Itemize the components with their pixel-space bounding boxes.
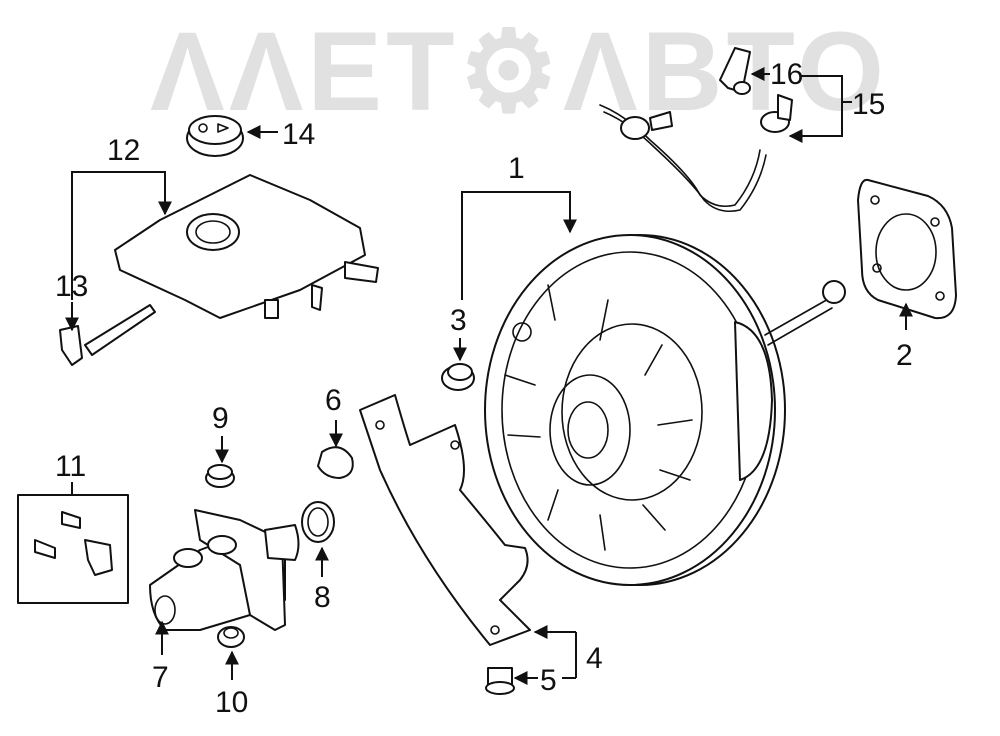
reservoir [114,174,379,319]
callout-14: 14 [282,118,315,151]
bolt [485,667,515,695]
sensor-kit [17,494,129,604]
callout-9: 9 [212,402,229,435]
callout-8: 8 [314,581,331,614]
callout-labels: 1 2 3 4 5 6 7 8 9 10 11 12 13 14 15 16 [55,58,913,719]
vacuum-sensor [719,47,751,95]
callout-2: 2 [896,339,913,372]
callout-11: 11 [55,450,86,483]
seal-lower [217,626,245,648]
level-sensor [59,304,156,366]
callout-7: 7 [152,661,169,694]
callout-5: 5 [540,664,557,697]
callout-10: 10 [215,686,248,719]
gasket [857,178,957,320]
brake-booster [484,234,846,586]
vacuum-hose [599,94,793,213]
callout-6: 6 [325,384,342,417]
callout-13: 13 [55,270,88,303]
leader-lines [65,67,913,685]
callout-4: 4 [586,642,603,675]
o-ring [301,501,335,543]
callout-3: 3 [450,304,467,337]
callout-15: 15 [852,88,885,121]
callout-1: 1 [508,152,525,185]
callout-12: 12 [107,134,140,167]
reservoir-cap [186,115,244,157]
callout-16: 16 [770,58,803,91]
clip [317,446,354,479]
seal-upper [205,464,235,488]
grommet [441,363,475,391]
master-cylinder [149,509,300,631]
heat-shield [359,394,531,646]
